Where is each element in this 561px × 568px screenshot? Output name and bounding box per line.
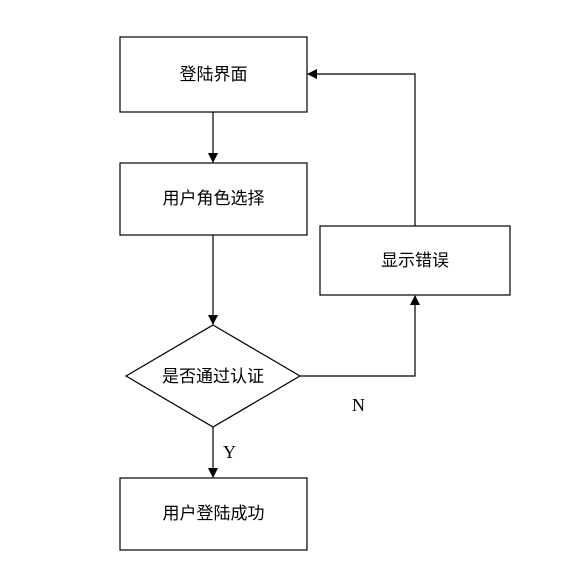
login-screen-node: 登陆界面	[119, 36, 308, 113]
auth-decision-node: 是否通过认证	[124, 324, 302, 428]
login-screen-label: 登陆界面	[180, 65, 248, 85]
success-label: 用户登陆成功	[163, 504, 265, 524]
edge-no-label: N	[352, 395, 365, 415]
edge-error-to-login	[307, 69, 416, 226]
role-select-node: 用户角色选择	[119, 162, 308, 236]
show-error-node: 显示错误	[319, 225, 511, 296]
auth-decision-label: 是否通过认证	[162, 367, 264, 387]
edge-auth-to-error	[300, 295, 420, 377]
edge-yes-label: Y	[223, 442, 236, 462]
show-error-label: 显示错误	[381, 251, 449, 271]
success-node: 用户登陆成功	[119, 477, 308, 551]
role-select-label: 用户角色选择	[163, 189, 265, 209]
